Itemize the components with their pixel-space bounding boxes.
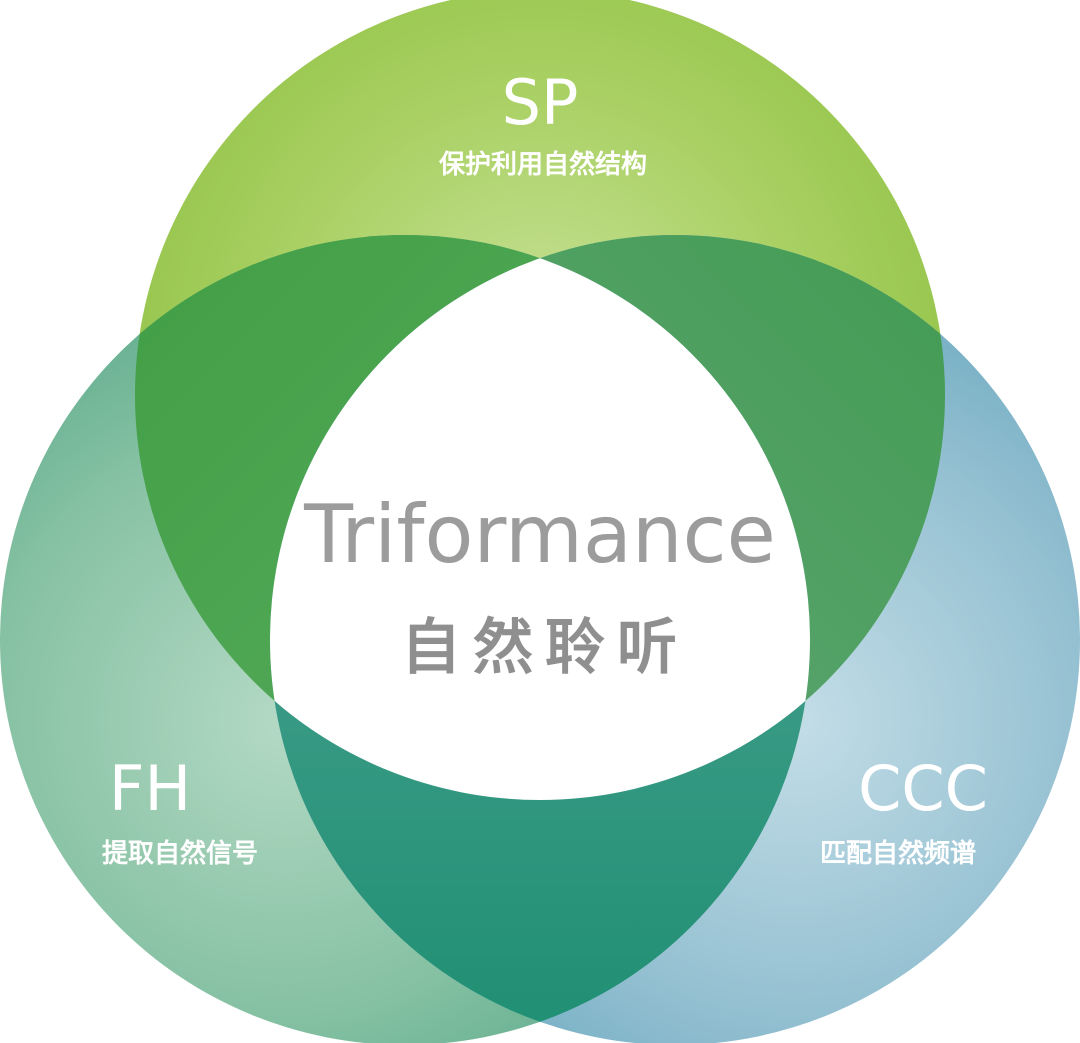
top-abbr: SP [502, 66, 579, 139]
left-abbr: FH [109, 752, 191, 825]
top-label: 保护利用自然结构 [438, 149, 647, 180]
right-label: 匹配自然频谱 [820, 838, 976, 869]
left-label: 提取自然信号 [102, 838, 258, 869]
center-region [270, 235, 810, 800]
center-subtitle: 自然聆听 [401, 613, 689, 683]
center-title: Triformance [303, 488, 776, 581]
right-abbr: CCC [858, 752, 988, 825]
